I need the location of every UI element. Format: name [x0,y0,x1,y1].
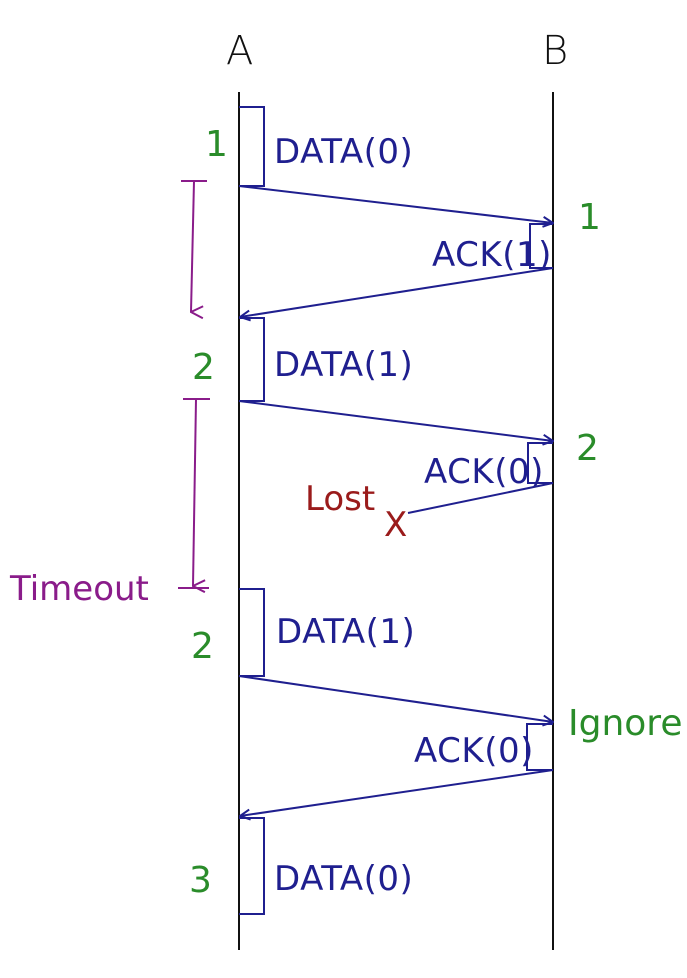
seq-label-b1: 1 [578,197,601,238]
timeout-arrow-1 [191,180,194,312]
node-a-label: A [226,28,253,74]
ack-bracket-2 [527,442,553,484]
data-label-1: DATA(0) [274,132,413,172]
seq-label-a4: 3 [189,860,212,901]
timeout-label: Timeout [9,569,149,609]
send-bracket-1 [239,106,265,187]
timeout-arrow-2 [193,398,196,586]
ack-arrow-1 [240,267,554,317]
send-bracket-4 [239,817,265,915]
seq-label-b2: 2 [576,428,599,469]
lost-ack-line [407,482,554,514]
seq-label-a3: 2 [191,626,214,667]
data-arrow-3 [238,675,553,722]
ack-bracket-1 [529,223,553,269]
seq-label-b3: Ignore [568,703,682,744]
data-label-3: DATA(1) [276,612,415,652]
ack-label-2: ACK(0) [424,452,544,492]
data-arrow-1 [238,185,553,223]
data-label-2: DATA(1) [274,345,413,385]
lost-mark: X [384,505,407,545]
ack-label-3: ACK(0) [414,731,534,771]
data-arrow-2 [238,400,553,441]
data-label-4: DATA(0) [274,859,413,899]
ack-bracket-3 [526,723,553,771]
seq-label-a1: 1 [205,124,228,165]
seq-label-a2: 2 [192,347,215,388]
send-bracket-2 [239,317,265,402]
ack-arrow-3 [240,769,554,816]
lost-label: Lost [305,479,375,519]
ack-label-1: ACK(1) [432,235,552,275]
send-bracket-3 [239,588,265,677]
node-b-label: B [542,28,568,74]
